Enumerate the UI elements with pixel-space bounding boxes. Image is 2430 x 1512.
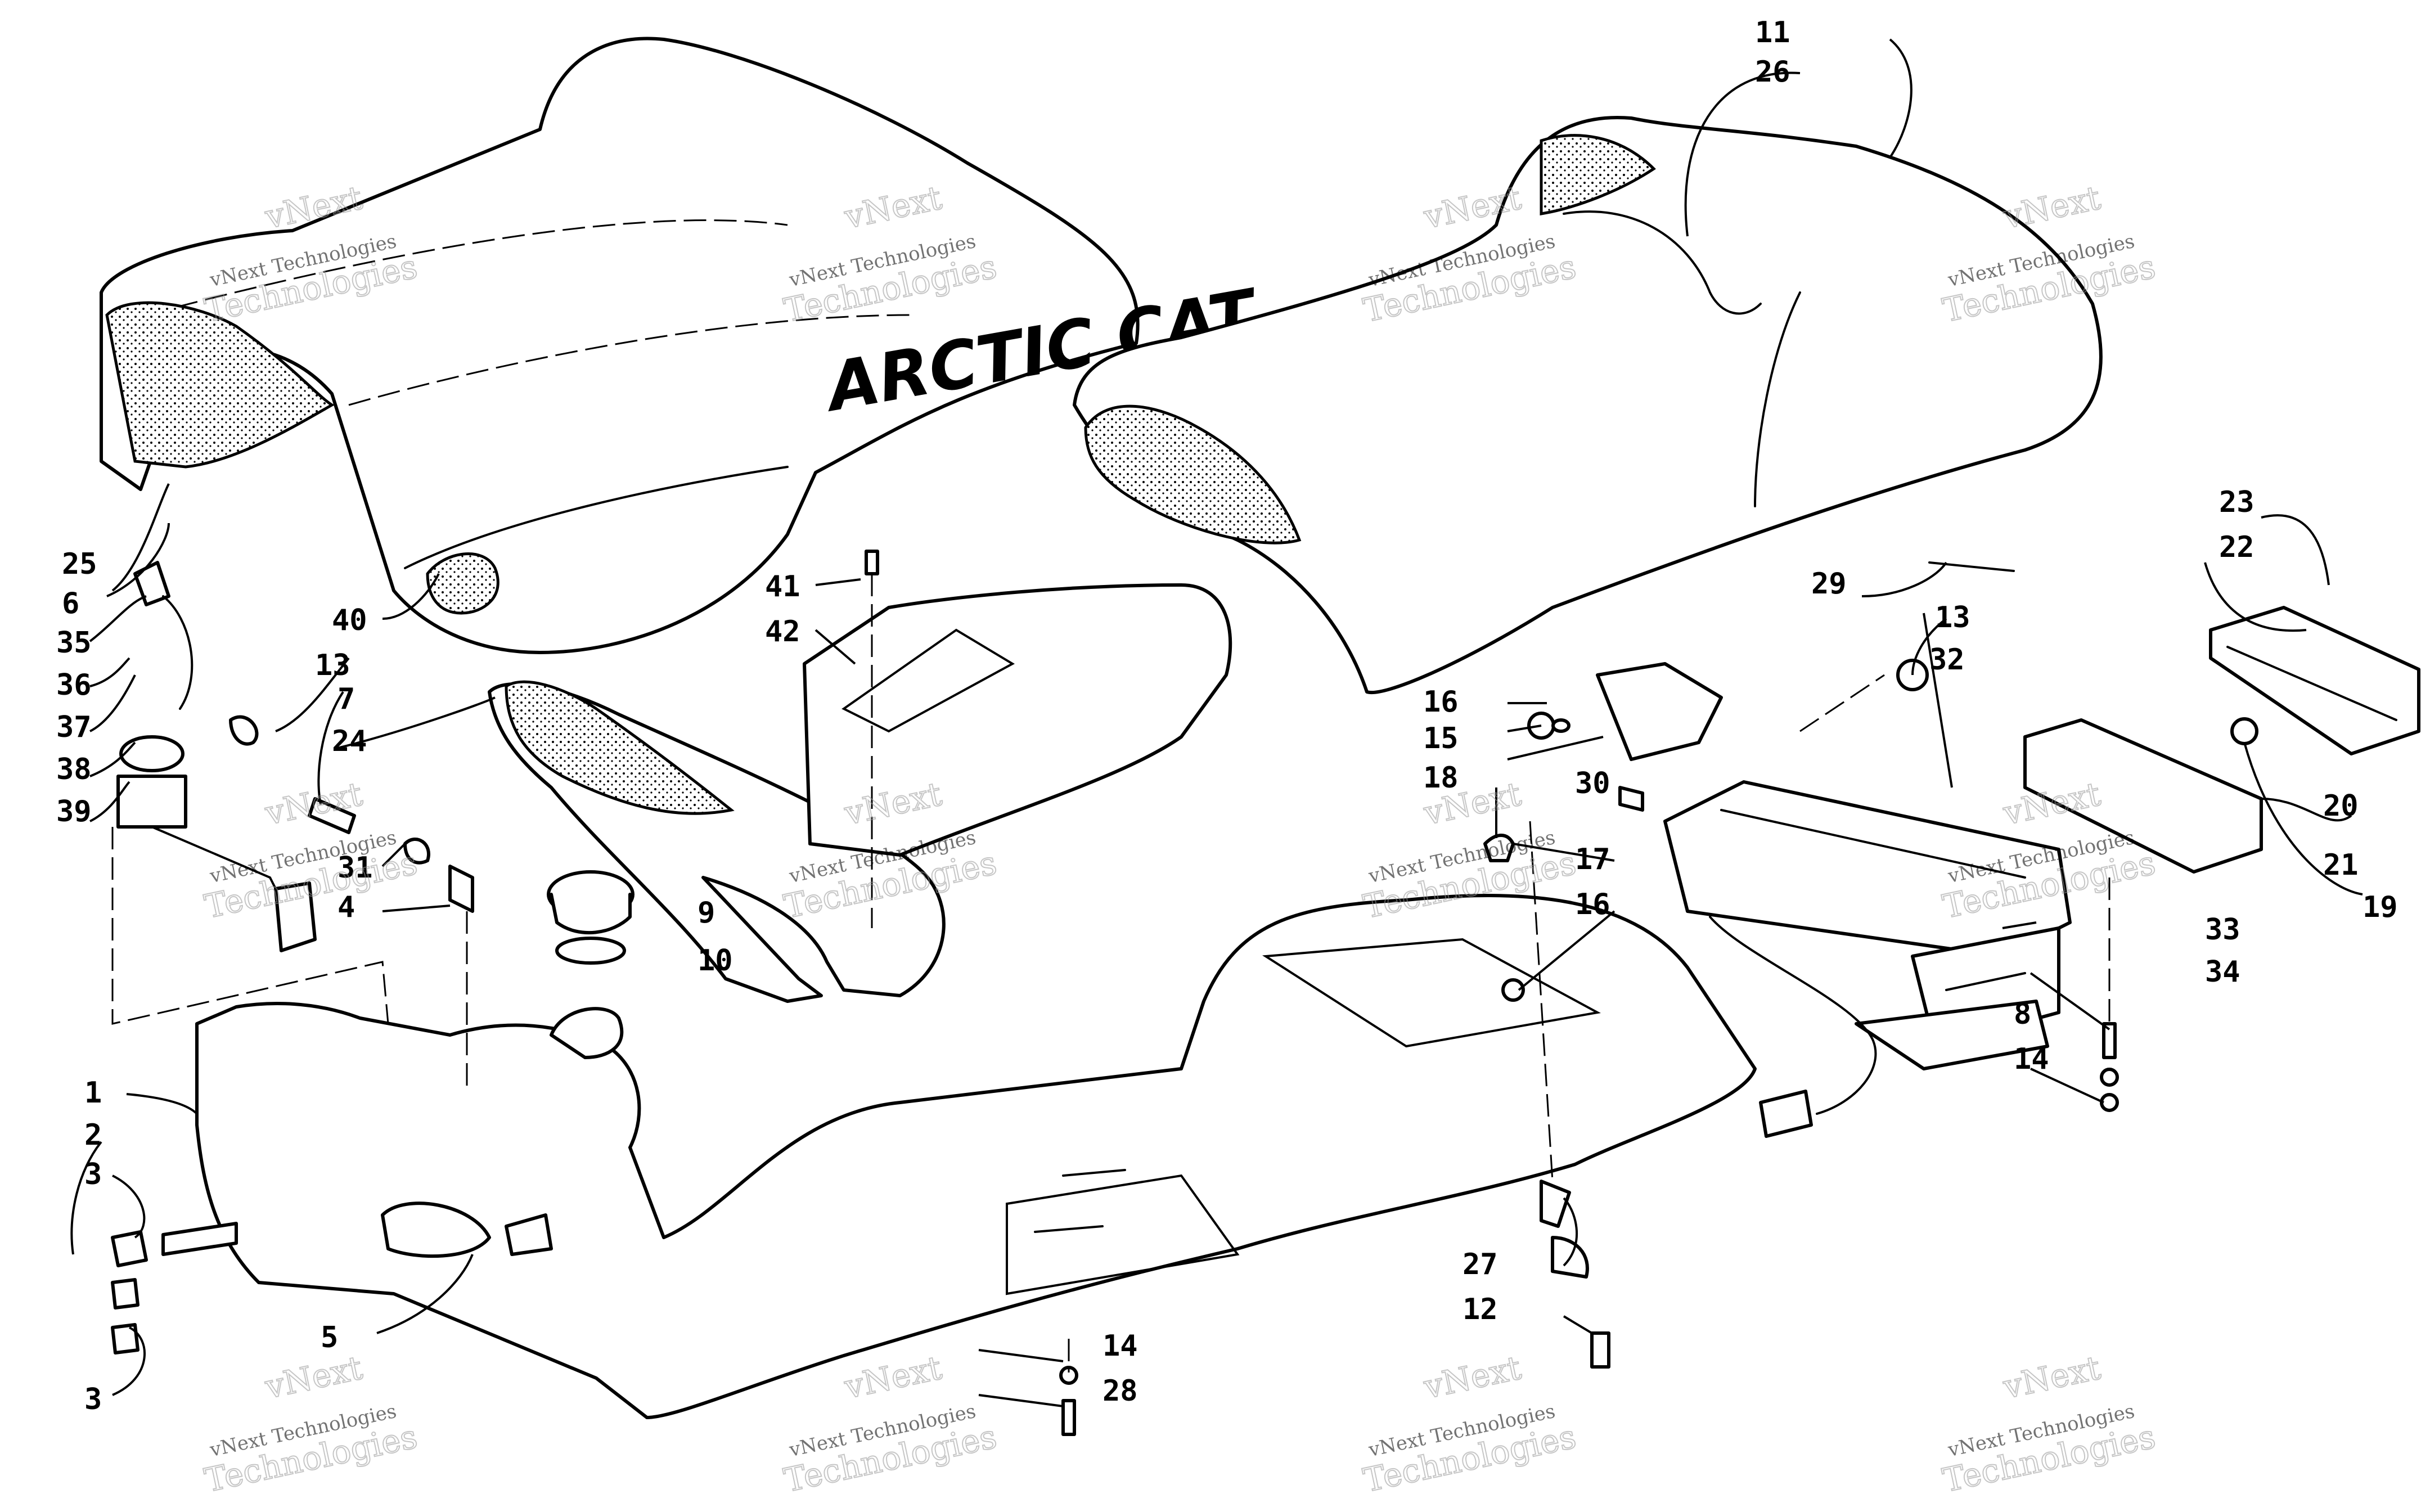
callout-14b: 14 [2014,1042,2049,1076]
callout-3: 3 [84,1158,102,1191]
seat-right-assembly [1073,116,2103,694]
watermark-word-a: vNext [2000,1348,2104,1406]
callout-30: 30 [1575,767,1610,800]
callout-7: 7 [338,682,355,716]
callout-23: 23 [2219,485,2254,519]
callout-25: 25 [62,547,97,581]
callout-12: 12 [1462,1293,1498,1326]
callout-11: 11 [1755,16,1790,50]
callout-38: 38 [56,753,92,786]
callout-31: 31 [338,851,373,885]
fuel-line-fittings [111,715,474,1354]
callout-22: 22 [2219,530,2254,564]
watermark-word-a: vNext [262,1348,366,1406]
seat-base-tank [195,894,1757,1419]
callout-13a: 13 [1935,601,1970,634]
seat-cover-assembly: ARCTIC CAT [100,37,1266,654]
callout-1: 1 [84,1076,102,1110]
rear-rack [1663,780,2072,1070]
callout-42: 42 [765,615,800,649]
fuel-cap [547,870,634,965]
callout-27: 27 [1462,1248,1498,1281]
callout-2: 2 [84,1118,102,1152]
callout-28: 28 [1102,1374,1138,1408]
callout-21: 21 [2323,848,2359,882]
callout-6: 6 [62,587,79,620]
callout-14a: 14 [1102,1329,1138,1363]
fuel-sender [116,561,317,952]
callout-34: 34 [2205,955,2240,989]
callout-32: 32 [1929,643,1965,677]
tail-light [2023,606,2420,874]
callout-10: 10 [698,944,733,978]
watermark-word-a: vNext [1420,1348,1524,1406]
callout-29: 29 [1811,567,1847,601]
callout-37: 37 [56,710,92,744]
callout-39: 39 [56,795,92,829]
callout-4: 4 [338,890,355,924]
watermark-word-a: vNext [2000,178,2104,236]
callout-16b: 16 [1575,888,1610,921]
console-panel [488,583,1232,1003]
callout-8: 8 [2014,997,2031,1031]
callout-labels: 1 2 3 3 4 5 6 7 8 9 10 11 26 12 13 13 14… [56,16,2398,1416]
callout-41: 41 [765,570,800,604]
callout-9: 9 [698,896,715,930]
callout-leaders [70,38,2363,1407]
callout-35: 35 [56,626,92,660]
wiring-harness [1709,916,1877,1138]
callout-36: 36 [56,668,92,702]
watermark-word-a: vNext [841,1348,945,1406]
callout-13b: 13 [315,649,350,682]
callout-18: 18 [1423,761,1459,795]
callout-20: 20 [2323,789,2359,823]
callout-16a: 16 [1423,685,1459,719]
callout-15: 15 [1423,722,1459,755]
callout-5: 5 [321,1321,338,1354]
callout-26: 26 [1755,55,1790,89]
callout-33: 33 [2205,913,2240,947]
explode-lines [111,574,2110,1372]
callout-24: 24 [332,724,367,758]
callout-3b: 3 [84,1383,102,1416]
callout-40: 40 [332,604,367,637]
callout-17: 17 [1575,843,1610,876]
callout-19: 19 [2362,890,2398,924]
